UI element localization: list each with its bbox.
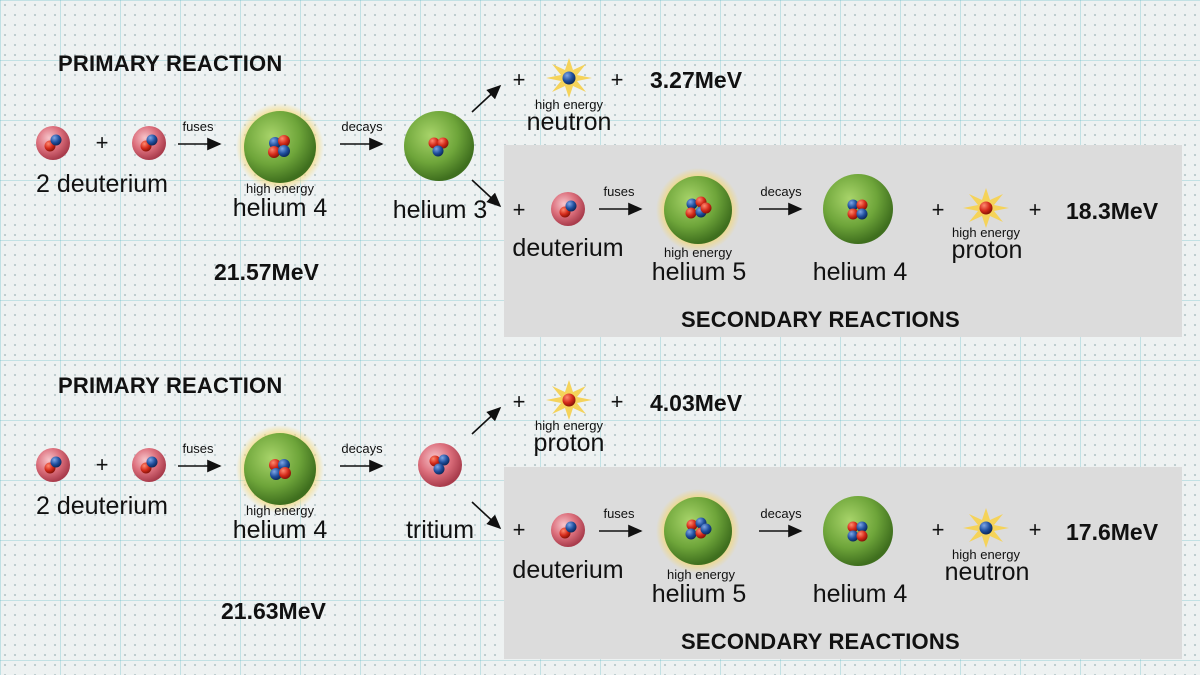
secondary-energy-value: 17.6MeV bbox=[1066, 519, 1159, 545]
helium3-label: helium 3 bbox=[392, 196, 488, 224]
helium5-label: helium 5 bbox=[651, 580, 747, 608]
decays-label: decays bbox=[341, 441, 383, 456]
plus-sign: + bbox=[1028, 517, 1042, 542]
deuterium-atom-icon bbox=[551, 513, 585, 547]
deuterium-atom-icon bbox=[36, 448, 70, 482]
high-energy-neutron-icon bbox=[546, 58, 592, 98]
proton-label: proton bbox=[533, 429, 605, 457]
plus-sign: + bbox=[95, 452, 109, 477]
secondary-reactions-heading: SECONDARY REACTIONS bbox=[681, 307, 960, 332]
helium5-label: helium 5 bbox=[651, 258, 747, 286]
high-energy-label: high energy bbox=[535, 418, 603, 433]
helium4-high-energy-icon bbox=[236, 425, 324, 513]
decays-arrow bbox=[759, 202, 803, 216]
high-energy-label: high energy bbox=[952, 225, 1020, 240]
high-energy-label: high energy bbox=[667, 567, 735, 582]
secondary-panel-2 bbox=[504, 467, 1182, 659]
tritium-atom-icon bbox=[418, 443, 462, 487]
proton-label: proton bbox=[951, 236, 1023, 264]
fuses-arrow bbox=[599, 202, 643, 216]
reactant-label: 2 deuterium bbox=[35, 492, 169, 520]
deuterium-atom-icon bbox=[132, 448, 166, 482]
primary-reaction-heading: PRIMARY REACTION bbox=[58, 51, 283, 76]
plus-sign: + bbox=[931, 197, 945, 222]
helium4-label: helium 4 bbox=[232, 516, 328, 544]
deuterium-label: deuterium bbox=[512, 556, 624, 584]
primary-energy-value: 21.63MeV bbox=[221, 598, 326, 624]
fuses-arrow bbox=[178, 137, 222, 151]
high-energy-label: high energy bbox=[535, 97, 603, 112]
high-energy-proton-icon bbox=[546, 380, 592, 420]
branch-arrow-down bbox=[471, 179, 502, 208]
helium4-label: helium 4 bbox=[812, 258, 908, 286]
fuses-arrow bbox=[178, 459, 222, 473]
neutron-label: neutron bbox=[944, 558, 1030, 586]
plus-sign: + bbox=[610, 67, 624, 92]
decays-label: decays bbox=[760, 506, 802, 521]
branch-arrow-up bbox=[471, 406, 502, 435]
fuses-label: fuses bbox=[603, 506, 635, 521]
helium3-atom-icon bbox=[404, 111, 474, 181]
helium4-high-energy-icon bbox=[236, 103, 324, 191]
high-energy-proton-icon bbox=[963, 188, 1009, 228]
decays-label: decays bbox=[760, 184, 802, 199]
helium4-label: helium 4 bbox=[812, 580, 908, 608]
branch-arrow-down bbox=[471, 501, 502, 530]
tritium-label: tritium bbox=[405, 516, 475, 544]
deuterium-atom-icon bbox=[132, 126, 166, 160]
decays-arrow bbox=[340, 459, 384, 473]
primary-energy-value: 21.57MeV bbox=[214, 259, 319, 285]
plus-sign: + bbox=[512, 67, 526, 92]
helium5-high-energy-icon bbox=[656, 168, 740, 252]
plus-sign: + bbox=[1028, 197, 1042, 222]
deuterium-label: deuterium bbox=[512, 234, 624, 262]
helium4-atom-icon bbox=[823, 496, 893, 566]
primary-reaction-heading: PRIMARY REACTION bbox=[58, 373, 283, 398]
fuses-label: fuses bbox=[182, 441, 214, 456]
secondary-reactions-heading: SECONDARY REACTIONS bbox=[681, 629, 960, 654]
helium5-high-energy-icon bbox=[656, 489, 740, 573]
high-energy-label: high energy bbox=[246, 503, 314, 518]
deuterium-atom-icon bbox=[551, 192, 585, 226]
high-energy-label: high energy bbox=[664, 245, 732, 260]
reactant-label: 2 deuterium bbox=[35, 170, 169, 198]
fuses-label: fuses bbox=[182, 119, 214, 134]
high-energy-label: high energy bbox=[952, 547, 1020, 562]
branch-arrow-up bbox=[471, 84, 502, 113]
secondary-energy-value: 18.3MeV bbox=[1066, 198, 1159, 224]
secondary-panel-1 bbox=[504, 145, 1182, 337]
helium4-label: helium 4 bbox=[232, 194, 328, 222]
decays-arrow bbox=[340, 137, 384, 151]
plus-sign: + bbox=[512, 517, 526, 542]
deuterium-atom-icon bbox=[36, 126, 70, 160]
fuses-arrow bbox=[599, 524, 643, 538]
decays-label: decays bbox=[341, 119, 383, 134]
decays-arrow bbox=[759, 524, 803, 538]
neutron-label: neutron bbox=[526, 108, 612, 136]
plus-sign: + bbox=[610, 389, 624, 414]
plus-sign: + bbox=[512, 389, 526, 414]
high-energy-label: high energy bbox=[246, 181, 314, 196]
plus-sign: + bbox=[512, 197, 526, 222]
branch-energy-value: 3.27MeV bbox=[650, 67, 743, 93]
plus-sign: + bbox=[931, 517, 945, 542]
helium4-atom-icon bbox=[823, 174, 893, 244]
branch-energy-value: 4.03MeV bbox=[650, 390, 743, 416]
plus-sign: + bbox=[95, 130, 109, 155]
high-energy-neutron-icon bbox=[963, 508, 1009, 548]
fuses-label: fuses bbox=[603, 184, 635, 199]
